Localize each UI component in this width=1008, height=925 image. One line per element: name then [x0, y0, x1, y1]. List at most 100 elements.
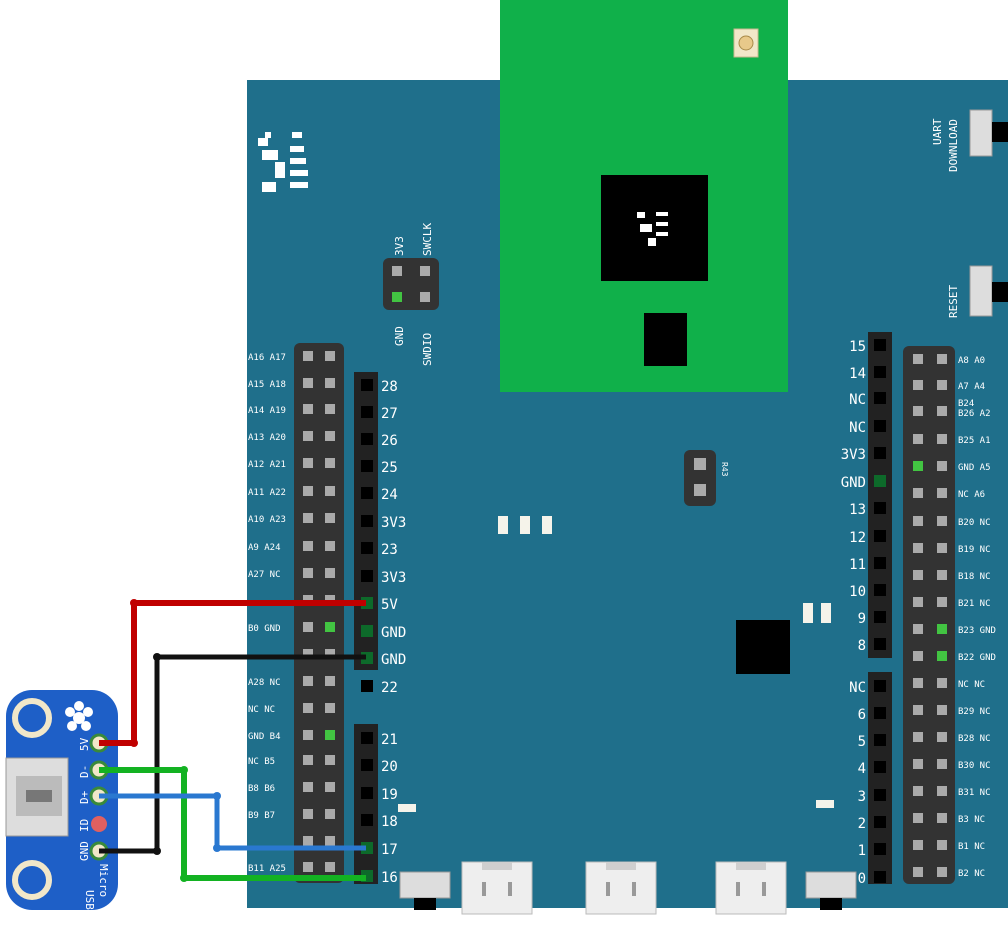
r43-label: R43 — [720, 462, 729, 477]
right-header-pin-label: 5 — [858, 734, 866, 750]
right-small-label: B18 NC — [958, 572, 991, 582]
right-header-pin — [874, 638, 886, 650]
right-header-pin — [874, 871, 886, 883]
left-double-pin — [303, 458, 313, 468]
left-small-label: A10 A23 — [248, 515, 286, 525]
right-header-pin-label: 9 — [858, 611, 866, 627]
right-double-pin — [913, 813, 923, 823]
right-double-pin — [913, 624, 923, 634]
right-small-label: A8 A0 — [958, 356, 985, 366]
usb-port-2[interactable] — [585, 861, 657, 915]
reset-switch[interactable] — [969, 265, 993, 317]
right-double-pin — [913, 840, 923, 850]
right-header-pin — [874, 366, 886, 378]
left-header-pin-label: 20 — [381, 759, 398, 775]
left-small-label: A15 A18 — [248, 380, 286, 390]
breakout-pin-label: D- — [78, 765, 91, 778]
left-header-pin-label: 5V — [381, 597, 398, 613]
right-small-label: B26 A2 — [958, 409, 991, 419]
swd-gnd-label: GND — [393, 326, 406, 346]
left-double-pin — [325, 782, 335, 792]
bottom-switch-right[interactable] — [805, 871, 857, 899]
left-double-pin — [303, 622, 313, 632]
right-double-pin — [913, 570, 923, 580]
left-header-pin-label: 3V3 — [381, 515, 406, 531]
left-double-pin — [325, 622, 335, 632]
module-chip — [601, 175, 708, 281]
left-small-label: GND B4 — [248, 732, 281, 742]
left-double-pin — [303, 431, 313, 441]
right-double-pin — [937, 759, 947, 769]
breakout-micro-label: Micro — [97, 864, 110, 897]
right-double-pin — [937, 570, 947, 580]
right-small-label: B28 NC — [958, 734, 991, 744]
left-small-label: B8 B6 — [248, 784, 275, 794]
right-double-pin — [937, 488, 947, 498]
right-double-pin — [913, 705, 923, 715]
right-double-pin — [937, 434, 947, 444]
left-header-pin-label: 27 — [381, 406, 398, 422]
bottom-switch-left[interactable] — [399, 871, 451, 899]
right-small-label: NC A6 — [958, 490, 985, 500]
left-header-pin — [361, 433, 373, 445]
left-small-label: NC NC — [248, 705, 275, 715]
left-header-pin-label: 26 — [381, 433, 398, 449]
uart-label: UART — [931, 118, 944, 145]
left-small-label: A16 A17 — [248, 353, 286, 363]
left-header-pin — [361, 570, 373, 582]
left-double-pin — [303, 378, 313, 388]
realtek-logo-small-icon — [637, 212, 668, 246]
left-small-label: B9 B7 — [248, 811, 275, 821]
right-header-pin — [874, 530, 886, 542]
right-small-label: B23 GND — [958, 626, 996, 636]
usb-port-1[interactable] — [461, 861, 533, 915]
left-double-pin — [303, 513, 313, 523]
right-small-label: B22 GND — [958, 653, 996, 663]
right-double-pin — [937, 354, 947, 364]
right-header-pin — [874, 707, 886, 719]
right-header-pin — [874, 611, 886, 623]
right-small-label: B1 NC — [958, 842, 985, 852]
left-header-pin-label: GND — [381, 652, 406, 668]
right-small-label: B21 NC — [958, 599, 991, 609]
left-double-pin — [303, 404, 313, 414]
usb-port-3[interactable] — [715, 861, 787, 915]
left-small-label: A11 A22 — [248, 488, 286, 498]
right-small-label: A7 A4 — [958, 382, 985, 392]
left-small-label: A28 NC — [248, 678, 281, 688]
left-double-pin — [303, 486, 313, 496]
left-double-pin — [325, 676, 335, 686]
swd-3v3-label: 3V3 — [393, 236, 406, 256]
left-header-pin — [361, 487, 373, 499]
right-small-label: B19 NC — [958, 545, 991, 555]
right-double-pin — [913, 516, 923, 526]
left-double-pin — [325, 458, 335, 468]
left-header-pin — [361, 406, 373, 418]
breakout-pin-label: GND — [78, 841, 91, 861]
right-header-pin — [874, 339, 886, 351]
right-double-pin — [913, 867, 923, 877]
reset-label: RESET — [947, 285, 960, 318]
right-header-pin — [874, 789, 886, 801]
right-header-pin — [874, 420, 886, 432]
right-header-pin-label: 0 — [858, 871, 866, 887]
right-header-pin-label: 13 — [849, 502, 866, 518]
right-double-pin — [937, 867, 947, 877]
right-header-pin — [874, 843, 886, 855]
breakout-usb-label: USB — [83, 890, 96, 910]
right-header-pin-label: 6 — [858, 707, 866, 723]
right-double-pin — [937, 461, 947, 471]
right-header-pin — [874, 447, 886, 459]
left-double-pin — [303, 782, 313, 792]
right-small-label: B30 NC — [958, 761, 991, 771]
right-header-pin — [874, 734, 886, 746]
right-small-label: NC NC — [958, 680, 985, 690]
right-double-pin — [913, 759, 923, 769]
left-double-pin — [303, 809, 313, 819]
left-header-pin — [361, 787, 373, 799]
right-double-pin — [937, 678, 947, 688]
uart-download-switch[interactable] — [969, 109, 993, 157]
